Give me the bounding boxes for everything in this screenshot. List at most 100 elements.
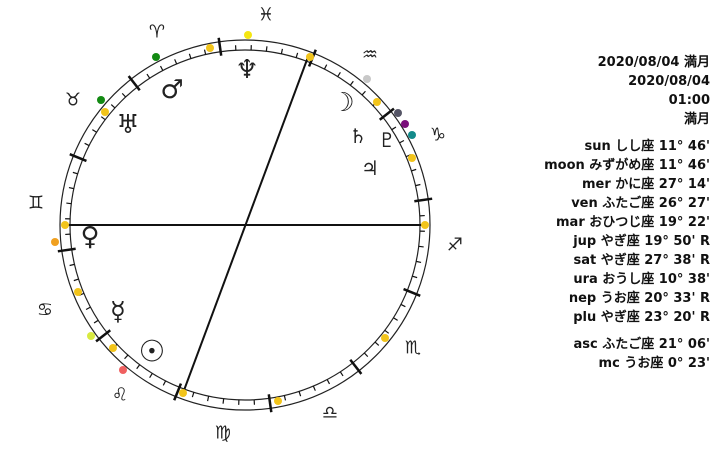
ring-dot [381, 334, 389, 342]
marker-dot [244, 31, 252, 39]
planet-moon: moon みずがめ座 11° 46' [544, 158, 710, 173]
ring-dot [306, 53, 314, 61]
ring-markers [61, 44, 429, 405]
degree-tick [66, 202, 72, 205]
degree-tick [92, 129, 97, 133]
planet-sun: sun しし座 11° 46' [584, 139, 711, 154]
uranus-icon: ♅ [116, 110, 139, 140]
degree-tick [400, 303, 406, 308]
degree-tick [312, 385, 316, 391]
chart-date: 2020/08/04 [628, 74, 710, 89]
degree-tick [326, 379, 331, 385]
planet-venus: ven ふたご座 26° 27' [571, 196, 710, 211]
degree-tick [69, 263, 75, 267]
degree-tick [363, 352, 369, 358]
planet-neptune: nep うお座 20° 33' R [568, 291, 710, 306]
ascendant: asc ふたご座 21° 06' [573, 337, 710, 352]
planet-mercury: mer かに座 27° 14' [581, 177, 710, 192]
degree-tick [349, 80, 354, 86]
degree-tick [93, 319, 99, 324]
sagittarius-icon: ♐ [447, 235, 463, 256]
planet-mars: mar おひつじ座 19° 22' [556, 215, 710, 230]
info-panel: 2020/08/04 満月 2020/08/04 01:00 満月 sun しし… [544, 53, 710, 373]
degree-tick [188, 53, 192, 59]
degree-tick [84, 142, 90, 147]
degree-tick [265, 46, 268, 52]
chart-time: 01:00 [668, 93, 710, 108]
planet-jupiter: jup やぎ座 19° 50' R [573, 234, 710, 249]
sign-boundary-tick [378, 107, 395, 121]
degree-tick [391, 126, 397, 131]
marker-dot [363, 75, 371, 83]
mercury-icon: ☿ [110, 297, 126, 327]
degree-tick [68, 186, 74, 190]
degree-ticks [57, 37, 433, 413]
degree-tick [415, 183, 421, 187]
planet-saturn: sat やぎ座 27° 38' R [573, 253, 710, 268]
marker-dot [394, 109, 402, 117]
degree-tick [222, 398, 225, 404]
planet-pluto: plu やぎ座 23° 20' R [573, 310, 710, 325]
planet-glyphs: ♆ ♂ ♅ ☽ ♄ ♇ ♃ ♀ ☿ ☉ [80, 55, 395, 370]
marker-dot [152, 53, 160, 61]
degree-tick [136, 364, 141, 370]
marker-dot [87, 332, 95, 340]
degree-tick [110, 104, 116, 109]
degree-tick [162, 380, 167, 386]
sign-boundary-tick [95, 329, 112, 343]
degree-tick [416, 260, 422, 264]
degree-tick [298, 391, 302, 397]
pluto-icon: ♇ [378, 128, 396, 152]
moon-phase: 満月 [683, 112, 710, 127]
aquarius-icon: ♒ [362, 45, 378, 66]
ring-dot [74, 288, 82, 296]
gemini-icon: ♊ [28, 193, 44, 214]
sign-boundary-tick [267, 394, 273, 413]
chart-title: 2020/08/04 満月 [597, 55, 710, 70]
jupiter-icon: ♃ [361, 156, 379, 180]
ring-dot [61, 221, 69, 229]
pisces-icon: ♓ [258, 5, 274, 26]
degree-tick [361, 90, 366, 96]
sign-boundary-tick [349, 358, 363, 375]
degree-tick [203, 49, 207, 55]
degree-tick [85, 306, 91, 311]
degree-tick [124, 354, 129, 360]
degree-tick [411, 168, 417, 172]
sign-boundary-tick [173, 383, 183, 401]
ring-dot [101, 108, 109, 116]
ring-dot [373, 98, 381, 106]
leo-icon: ♌ [112, 385, 128, 406]
saturn-icon: ♄ [349, 124, 367, 148]
ring-dot [179, 389, 187, 397]
mc-axis-line [182, 56, 309, 394]
marker-dot [97, 96, 105, 104]
degree-tick [191, 392, 195, 398]
sign-boundary-tick [414, 197, 433, 203]
cancer-icon: ♋ [37, 300, 53, 321]
degree-tick [418, 245, 424, 248]
marker-dot [408, 131, 416, 139]
planet-markers [51, 31, 416, 374]
degree-tick [73, 278, 79, 282]
degree-tick [393, 317, 398, 321]
degree-tick [374, 341, 380, 346]
degree-tick [72, 171, 78, 175]
marker-dot [119, 366, 127, 374]
degree-tick [283, 395, 287, 401]
degree-tick [159, 65, 164, 71]
marker-dot [51, 238, 59, 246]
virgo-icon: ♍ [215, 423, 231, 444]
degree-tick [399, 139, 405, 144]
mars-icon: ♂ [160, 75, 183, 105]
sun-icon: ☉ [139, 335, 166, 370]
degree-tick [149, 373, 153, 378]
outer-ring [59, 39, 431, 411]
sign-boundary-tick [403, 287, 421, 297]
degree-tick [146, 73, 151, 79]
degree-tick [174, 59, 178, 65]
degree-tick [206, 396, 210, 402]
taurus-icon: ♉ [65, 90, 81, 111]
ring-dot [421, 221, 429, 229]
ring-dot [408, 154, 416, 162]
